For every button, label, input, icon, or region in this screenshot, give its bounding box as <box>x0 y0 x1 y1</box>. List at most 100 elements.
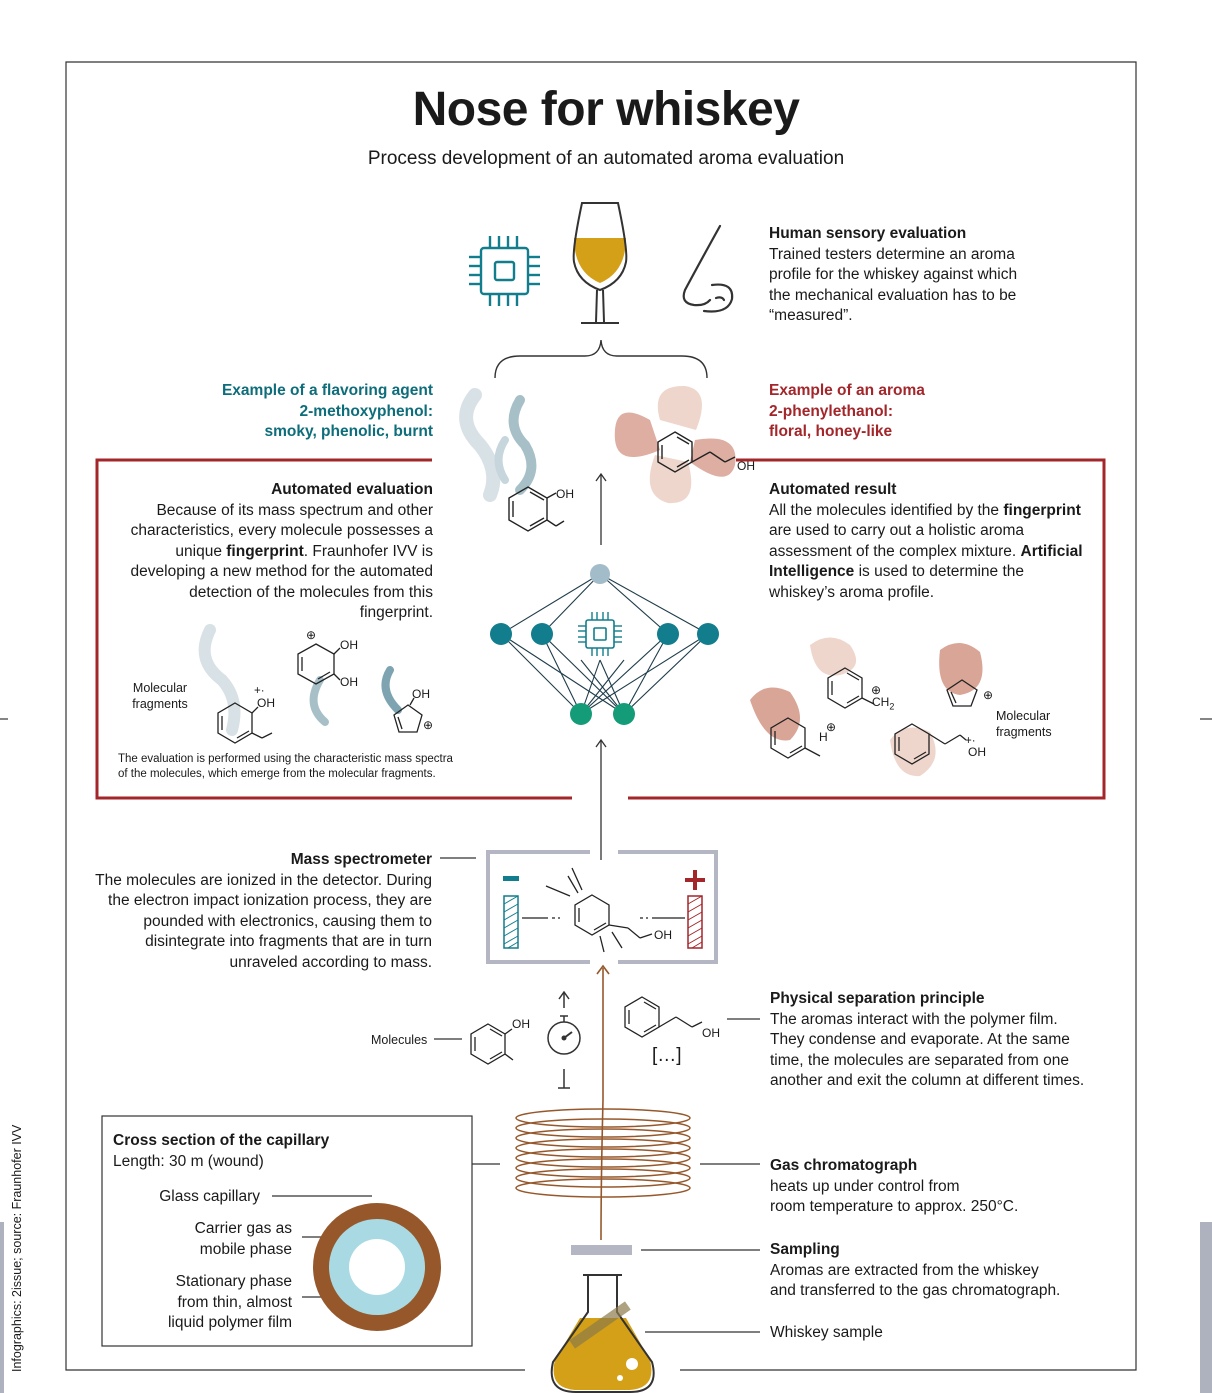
plus-label-ch2: ⊕ <box>871 683 882 697</box>
neural-network <box>490 564 719 725</box>
fragment-molecules-right <box>770 667 978 765</box>
left-tab <box>0 1222 4 1393</box>
human-evaluation-text: Human sensory evaluation Trained testers… <box>769 224 1029 327</box>
fragments-left-2: fragments <box>132 697 188 711</box>
capillary-heading: Cross section of the capillary <box>113 1132 330 1149</box>
methoxyphenol-lower <box>470 1023 514 1065</box>
flavoring-line-1: Example of a flavoring agent <box>221 382 433 399</box>
smoke-top <box>459 388 537 502</box>
fragments-caption-2: of the molecules, which emerge from the … <box>118 768 436 780</box>
sampling-line-1: Aromas are extracted from the whiskey <box>770 1261 1039 1279</box>
automated-evaluation-text: Automated evaluation Because of its mass… <box>128 480 433 624</box>
fragments-left-1: Molecular <box>132 681 188 695</box>
carrier-gas-label: Carrier gas as mobile phase <box>100 1219 292 1260</box>
mass-spectrometer-text: Mass spectrometer The molecules are ioni… <box>92 850 432 973</box>
gas-chromatograph-text: Gas chromatograph heats up under control… <box>770 1156 1090 1218</box>
flower-petals <box>614 385 736 504</box>
fingerprint-term: fingerprint <box>226 542 304 560</box>
gas-chromatograph-heading: Gas chromatograph <box>770 1157 918 1174</box>
aroma-line-3: floral, honey-like <box>769 423 893 440</box>
ch2-label: CH2 <box>872 695 894 711</box>
capillary-cross-section <box>313 1203 441 1331</box>
carrier-line-1: Carrier gas as <box>194 1220 292 1237</box>
stationary-line-2: from thin, almost <box>177 1293 292 1311</box>
fragments-right-1: Molecular <box>996 709 1051 723</box>
ch2-subscript: 2 <box>889 701 895 712</box>
separation-text: Physical separation principle The aromas… <box>770 989 1090 1092</box>
ms-molecule <box>522 867 685 953</box>
fragments-label-right: Molecular fragments <box>996 708 1076 740</box>
ai-term: Artificial Intelligence <box>769 542 1083 581</box>
stationary-line-1: Stationary phase <box>175 1273 292 1290</box>
automated-result-body-a: All the molecules identified by the <box>769 501 1004 519</box>
carrier-line-2: mobile phase <box>199 1240 292 1258</box>
sampling-bar <box>571 1245 632 1255</box>
automated-result-body-b: are used to carry out a holistic aroma a… <box>769 522 1025 560</box>
oh-label-lower-left: OH <box>512 1017 530 1031</box>
flavoring-line-3: smoky, phenolic, burnt <box>264 423 433 440</box>
whiskey-sample-label: Whiskey sample <box>770 1324 883 1341</box>
fragments-caption: The evaluation is performed using the ch… <box>118 752 518 782</box>
automated-evaluation-heading: Automated evaluation <box>271 481 433 498</box>
flow-arrows <box>595 472 607 860</box>
mass-spectrometer-heading: Mass spectrometer <box>290 851 432 868</box>
oh-label-top-right: OH <box>737 459 755 473</box>
separation-heading: Physical separation principle <box>770 990 985 1007</box>
aroma-label: Example of an aroma 2-phenylethanol: flo… <box>769 381 1069 443</box>
credits-label: Infographics: 2issue; source: Fraunhofer… <box>10 1124 24 1372</box>
gc-line-1: heats up under control from <box>770 1177 960 1195</box>
sampling-line-2: and transferred to the gas chromatograph… <box>770 1282 1061 1299</box>
oh-label-frag-2a: OH <box>340 638 358 652</box>
plus-label-ring: ⊕ <box>983 688 994 702</box>
plus-label-frag-3: ⊕ <box>423 718 434 732</box>
radical-label-frag-right: +· <box>965 735 976 747</box>
automated-result-body-c: is used to determine the whiskey’s aroma… <box>769 563 1025 601</box>
human-evaluation-heading: Human sensory evaluation <box>769 225 967 242</box>
aroma-line-2: 2-phenylethanol: <box>769 402 894 420</box>
gc-coil <box>515 1108 691 1198</box>
mass-spectrometer-box <box>486 850 718 964</box>
capillary-box <box>101 1115 473 1347</box>
oh-label-lower-right: OH <box>702 1026 720 1040</box>
stationary-line-3: liquid polymer film <box>167 1314 292 1331</box>
oh-label-top-left: OH <box>556 487 574 501</box>
aroma-line-1: Example of an aroma <box>769 382 925 399</box>
capillary-length: Length: 30 m (wound) <box>113 1152 264 1170</box>
phenylethanol-top <box>657 431 736 473</box>
fingerprint-term-2: fingerprint <box>1003 501 1081 519</box>
stationary-phase-label: Stationary phase from thin, almost liqui… <box>100 1272 292 1334</box>
h-label: H <box>819 730 828 744</box>
oh-label-frag-2b: OH <box>340 675 358 689</box>
ch2-text: CH <box>872 695 890 709</box>
plus-label-frag-2: ⊕ <box>306 628 317 642</box>
fragment-petals-right <box>750 637 983 777</box>
automated-result-heading: Automated result <box>769 481 897 498</box>
page-title: Nose for whiskey <box>412 83 800 136</box>
plus-label-h: ⊕ <box>826 720 837 734</box>
phenylethanol-lower <box>624 996 703 1038</box>
fragment-molecules-left <box>217 643 423 744</box>
glass-capillary-label: Glass capillary <box>159 1188 260 1205</box>
anode-plus <box>685 870 705 890</box>
page-subtitle: Process development of an automated arom… <box>367 148 845 169</box>
sampling-text: Sampling Aromas are extracted from the w… <box>770 1240 1110 1302</box>
anode-plate <box>687 895 703 949</box>
nose-icon <box>682 224 734 313</box>
automated-evaluation-body-a: Because of its mass spectrum and other c… <box>130 501 433 560</box>
automation-frame <box>95 458 1106 800</box>
gas-flow-tube <box>600 968 604 1241</box>
curly-brace <box>494 339 708 379</box>
whiskey-glass-icon <box>572 202 628 324</box>
fragments-right-2: fragments <box>996 725 1052 739</box>
methoxyphenol-top <box>508 486 565 532</box>
radical-label-frag-1: +· <box>254 685 265 697</box>
right-tab <box>1200 1222 1212 1393</box>
separation-body: The aromas interact with the polymer fil… <box>770 1010 1085 1090</box>
whiskey-flask-icon <box>550 1274 655 1393</box>
flavoring-agent-label: Example of a flavoring agent 2-methoxyph… <box>150 381 433 443</box>
fragments-label-left: Molecular fragments <box>120 680 200 712</box>
flavoring-line-2: 2-methoxyphenol: <box>299 402 433 420</box>
automated-evaluation-body-b: . Fraunhofer IVV is developing a new met… <box>130 542 433 622</box>
cathode-minus <box>503 876 519 881</box>
molecules-label: Molecules <box>371 1033 428 1047</box>
